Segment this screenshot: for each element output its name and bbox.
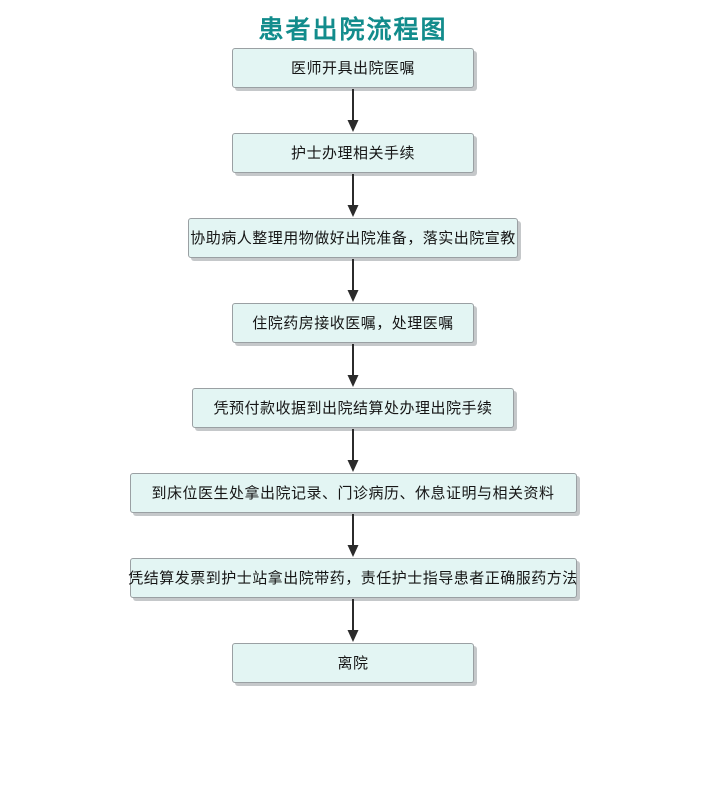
flow-row: 协助病人整理用物做好出院准备，落实出院宣教 bbox=[0, 218, 706, 258]
flow-node-step-2[interactable]: 护士办理相关手续 bbox=[232, 133, 474, 173]
flow-node-step-7[interactable]: 凭结算发票到护士站拿出院带药，责任护士指导患者正确服药方法 bbox=[128, 558, 578, 598]
flow-row: 到床位医生处拿出院记录、门诊病历、休息证明与相关资料 bbox=[0, 473, 706, 513]
flow-node-label: 医师开具出院医嘱 bbox=[290, 59, 415, 77]
flowchart-container: 医师开具出院医嘱 护士办理相关手续 协助病人整理用物做好出院准备，落实出院宣 bbox=[0, 48, 706, 683]
flow-node-label: 协助病人整理用物做好出院准备，落实出院宣教 bbox=[190, 229, 516, 247]
flow-arrow-4-to-5 bbox=[0, 343, 706, 388]
flow-node-step-6[interactable]: 到床位医生处拿出院记录、门诊病历、休息证明与相关资料 bbox=[129, 473, 577, 513]
flow-node-step-4[interactable]: 住院药房接收医嘱，处理医嘱 bbox=[232, 303, 474, 343]
flow-node-step-3[interactable]: 协助病人整理用物做好出院准备，落实出院宣教 bbox=[188, 218, 518, 258]
flow-node-label: 凭结算发票到护士站拿出院带药，责任护士指导患者正确服药方法 bbox=[128, 569, 578, 587]
flow-row: 住院药房接收医嘱，处理医嘱 bbox=[0, 303, 706, 343]
flow-node-step-8[interactable]: 离院 bbox=[232, 643, 474, 683]
flow-node-label: 离院 bbox=[337, 654, 369, 672]
flow-row: 凭预付款收据到出院结算处办理出院手续 bbox=[0, 388, 706, 428]
flow-arrow-2-to-3 bbox=[0, 173, 706, 218]
flow-arrow-6-to-7 bbox=[0, 513, 706, 558]
flow-node-step-5[interactable]: 凭预付款收据到出院结算处办理出院手续 bbox=[192, 388, 514, 428]
flow-row: 医师开具出院医嘱 bbox=[0, 48, 706, 88]
flow-node-label: 到床位医生处拿出院记录、门诊病历、休息证明与相关资料 bbox=[151, 484, 555, 502]
flow-node-step-1[interactable]: 医师开具出院医嘱 bbox=[232, 48, 474, 88]
flow-arrow-5-to-6 bbox=[0, 428, 706, 473]
flow-node-label: 凭预付款收据到出院结算处办理出院手续 bbox=[213, 399, 493, 417]
flow-node-label: 住院药房接收医嘱，处理医嘱 bbox=[252, 314, 454, 332]
flow-row: 离院 bbox=[0, 643, 706, 683]
page-title: 患者出院流程图 bbox=[258, 15, 448, 44]
flow-arrow-7-to-8 bbox=[0, 598, 706, 643]
flow-arrow-1-to-2 bbox=[0, 88, 706, 133]
flow-row: 凭结算发票到护士站拿出院带药，责任护士指导患者正确服药方法 bbox=[0, 558, 706, 598]
flow-row: 护士办理相关手续 bbox=[0, 133, 706, 173]
flow-node-label: 护士办理相关手续 bbox=[290, 144, 415, 162]
flow-arrow-3-to-4 bbox=[0, 258, 706, 303]
